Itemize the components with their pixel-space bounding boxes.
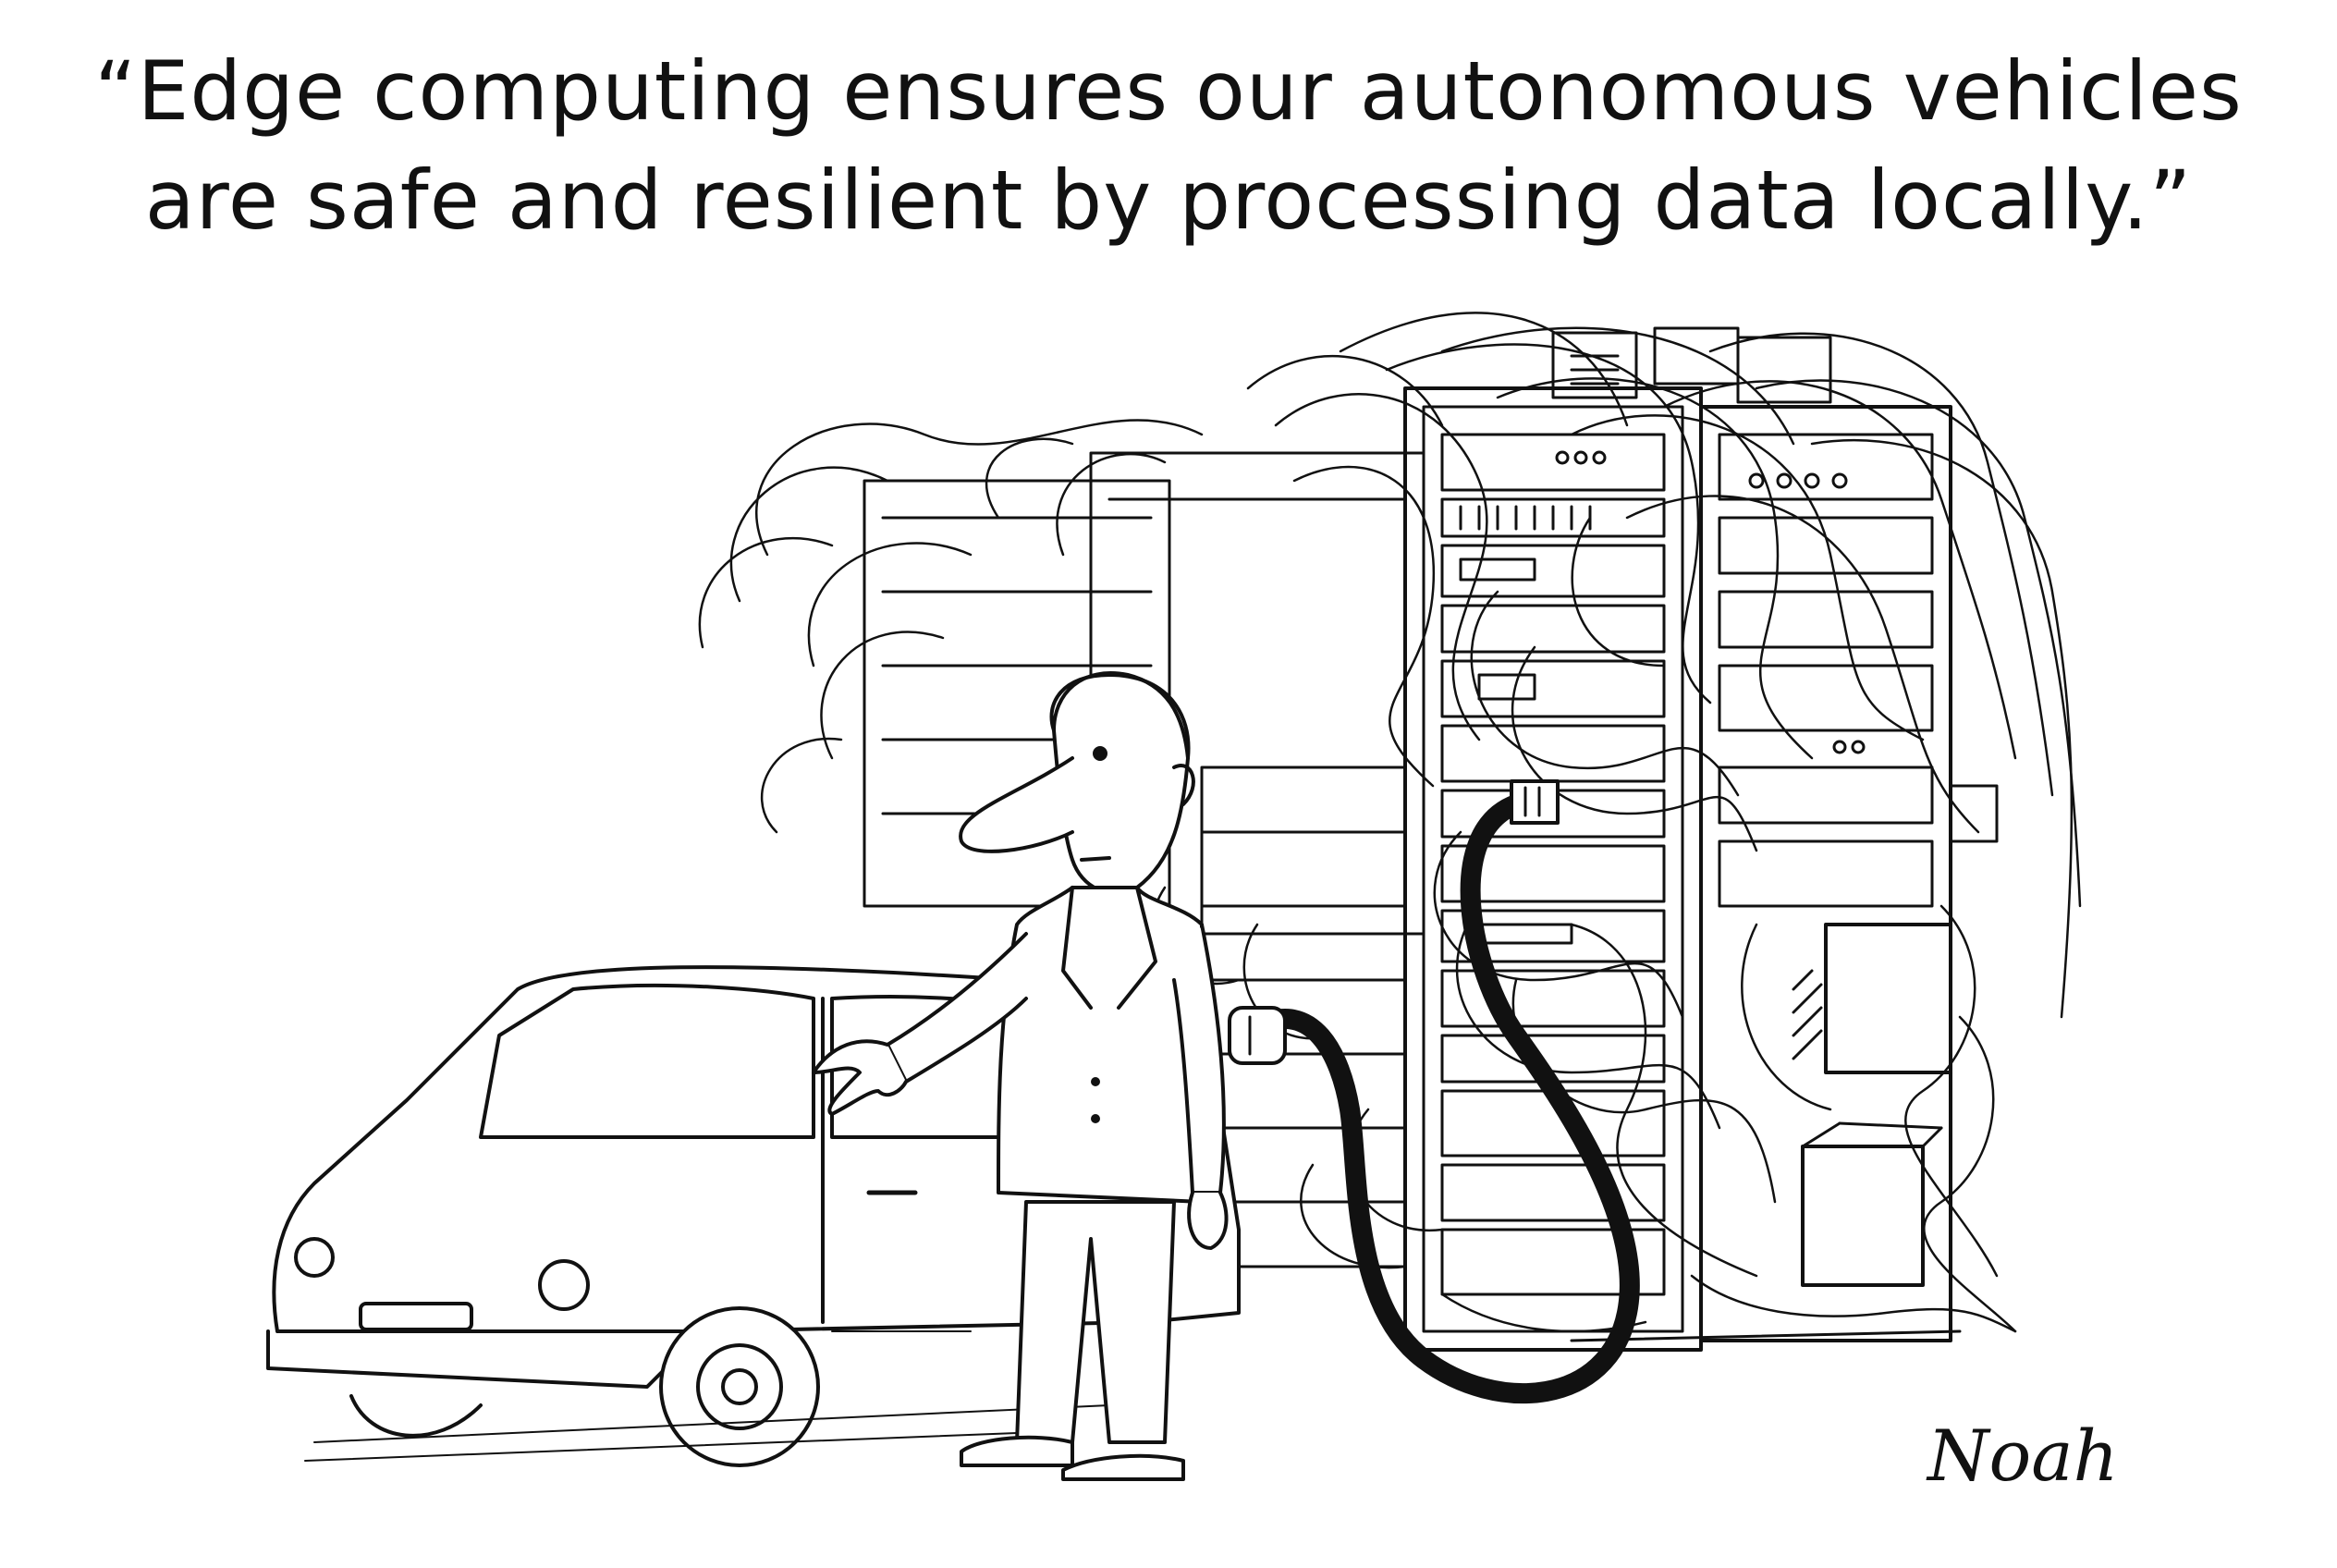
caption-line-1: “Edge computing ensures our autonomous v… bbox=[94, 43, 2243, 139]
tangled-cables bbox=[700, 312, 2080, 1331]
artist-signature: Noah bbox=[1927, 1415, 2119, 1497]
charging-cable bbox=[1230, 781, 1630, 1393]
cartoon-caption: “Edge computing ensures our autonomous v… bbox=[0, 37, 2337, 255]
caption-line-2: are safe and resilient by processing dat… bbox=[144, 153, 2193, 248]
man-in-suit bbox=[814, 673, 1227, 1479]
car bbox=[268, 967, 1239, 1465]
